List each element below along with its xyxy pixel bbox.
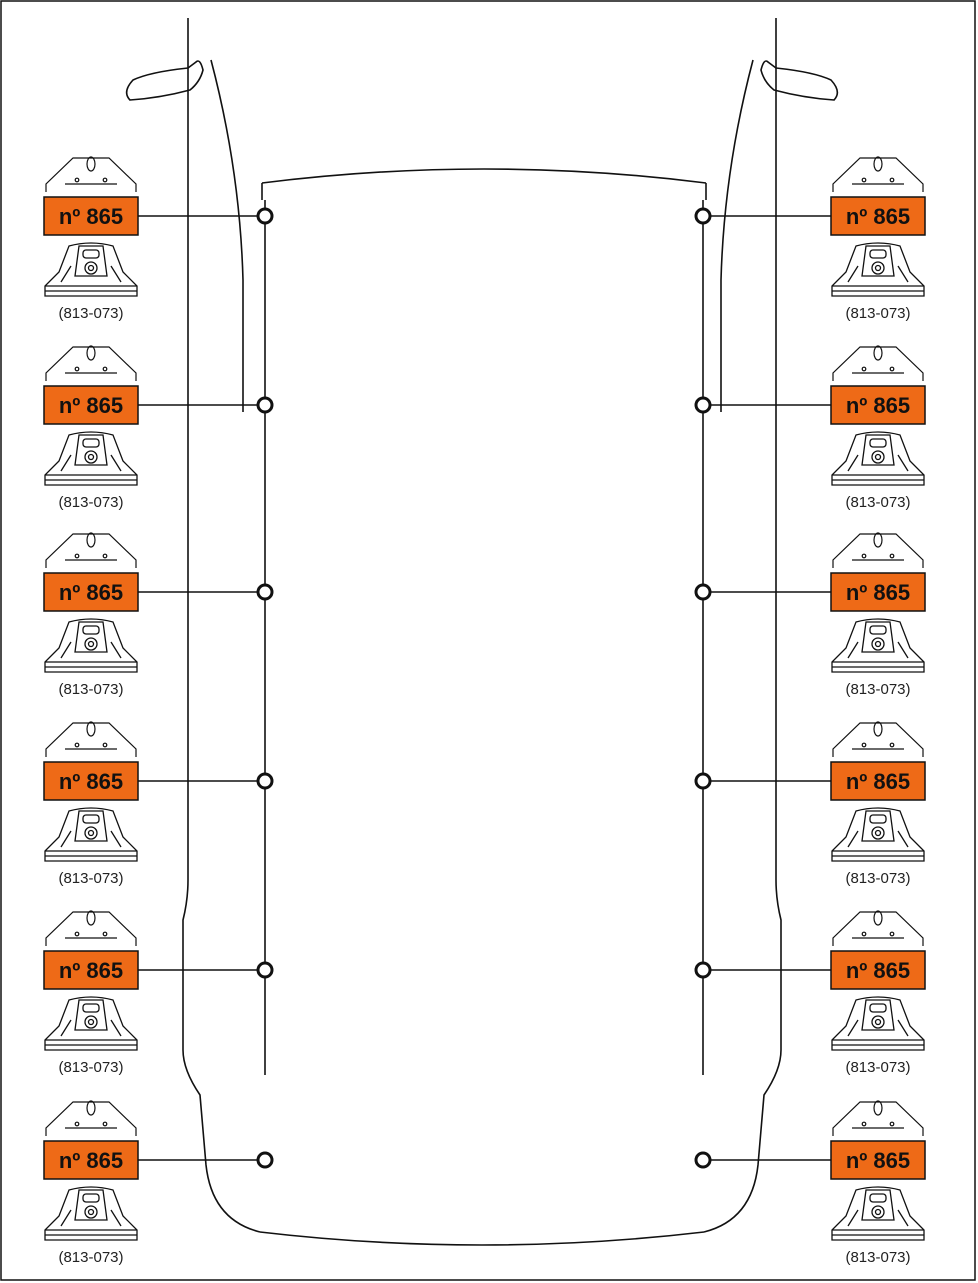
part-code-label: (813-073) xyxy=(58,1059,123,1076)
mount-left-1: nº 865 (813-073) xyxy=(43,156,274,322)
part-number-label: nº 865 xyxy=(846,958,910,983)
part-code-label: (813-073) xyxy=(845,870,910,887)
part-code-label: (813-073) xyxy=(58,305,123,322)
mount-left-6: nº 865 (813-073) xyxy=(43,1100,274,1266)
foot-pad-icon xyxy=(831,242,925,297)
bracket-icon xyxy=(832,345,924,381)
mount-point-icon xyxy=(694,207,712,225)
rear-edge xyxy=(259,1231,705,1246)
mirror-right xyxy=(760,60,839,101)
bracket-icon xyxy=(45,156,137,192)
part-code-label: (813-073) xyxy=(58,494,123,511)
part-number-label: nº 865 xyxy=(59,958,123,983)
mount-right-1: nº 865 (813-073) xyxy=(694,156,926,322)
mount-point-icon xyxy=(694,583,712,601)
mount-right-4: nº 865 (813-073) xyxy=(694,721,926,887)
mount-point-icon xyxy=(694,772,712,790)
part-number-label: nº 865 xyxy=(59,393,123,418)
mirror-left xyxy=(125,60,204,101)
part-number-label: nº 865 xyxy=(846,580,910,605)
mount-point-icon xyxy=(256,961,274,979)
part-label-box xyxy=(43,196,139,236)
mount-point-icon xyxy=(256,772,274,790)
foot-pad-icon xyxy=(44,807,138,862)
bracket-icon xyxy=(832,910,924,946)
foot-pad-icon xyxy=(44,996,138,1051)
part-label-box xyxy=(830,572,926,612)
part-code-label: (813-073) xyxy=(845,494,910,511)
part-code-label: (813-073) xyxy=(845,681,910,698)
vehicle-outline xyxy=(125,18,839,1246)
bracket-icon xyxy=(45,1100,137,1136)
mount-right-6: nº 865 (813-073) xyxy=(694,1100,926,1266)
bracket-icon xyxy=(832,156,924,192)
part-code-label: (813-073) xyxy=(58,1249,123,1266)
pillar-right xyxy=(720,59,754,412)
foot-pad-icon xyxy=(44,242,138,297)
part-label-box xyxy=(43,1140,139,1180)
part-code-label: (813-073) xyxy=(845,1059,910,1076)
mount-point-icon xyxy=(256,583,274,601)
mount-point-icon xyxy=(256,207,274,225)
part-code-label: (813-073) xyxy=(845,305,910,322)
part-label-box xyxy=(43,950,139,990)
mount-point-icon xyxy=(694,1151,712,1169)
foot-pad-icon xyxy=(44,431,138,486)
part-number-label: nº 865 xyxy=(846,393,910,418)
mount-point-icon xyxy=(694,961,712,979)
bracket-icon xyxy=(832,1100,924,1136)
part-label-box xyxy=(830,950,926,990)
mount-point-icon xyxy=(694,396,712,414)
foot-pad-icon xyxy=(831,1186,925,1241)
part-label-box xyxy=(43,761,139,801)
mount-point-icon xyxy=(256,1151,274,1169)
windscreen-edge xyxy=(261,168,707,184)
part-number-label: nº 865 xyxy=(59,769,123,794)
mount-right-2: nº 865 (813-073) xyxy=(694,345,926,511)
foot-pad-icon xyxy=(831,996,925,1051)
part-code-label: (813-073) xyxy=(58,681,123,698)
mount-left-2: nº 865 (813-073) xyxy=(43,345,274,511)
mount-point-icon xyxy=(256,396,274,414)
bracket-icon xyxy=(832,532,924,568)
mount-left-4: nº 865 (813-073) xyxy=(43,721,274,887)
part-number-label: nº 865 xyxy=(846,204,910,229)
pillar-left xyxy=(210,59,244,412)
bracket-icon xyxy=(45,532,137,568)
part-number-label: nº 865 xyxy=(846,1148,910,1173)
foot-pad-icon xyxy=(831,807,925,862)
part-number-label: nº 865 xyxy=(846,769,910,794)
part-code-label: (813-073) xyxy=(58,870,123,887)
part-number-label: nº 865 xyxy=(59,204,123,229)
part-code-label: (813-073) xyxy=(845,1249,910,1266)
body-right-side xyxy=(703,18,782,1233)
bracket-icon xyxy=(45,345,137,381)
mount-left-3: nº 865 (813-073) xyxy=(43,532,274,698)
foot-pad-icon xyxy=(831,431,925,486)
mount-right-3: nº 865 (813-073) xyxy=(694,532,926,698)
bracket-icon xyxy=(45,910,137,946)
mount-right-5: nº 865 (813-073) xyxy=(694,910,926,1076)
part-number-label: nº 865 xyxy=(59,1148,123,1173)
body-left-side xyxy=(182,18,261,1233)
part-label-box xyxy=(830,1140,926,1180)
part-number-label: nº 865 xyxy=(59,580,123,605)
mount-left-5: nº 865 (813-073) xyxy=(43,910,274,1076)
bracket-icon xyxy=(45,721,137,757)
foot-pad-icon xyxy=(44,1186,138,1241)
foot-pad-icon xyxy=(44,618,138,673)
bracket-icon xyxy=(832,721,924,757)
foot-pad-icon xyxy=(831,618,925,673)
